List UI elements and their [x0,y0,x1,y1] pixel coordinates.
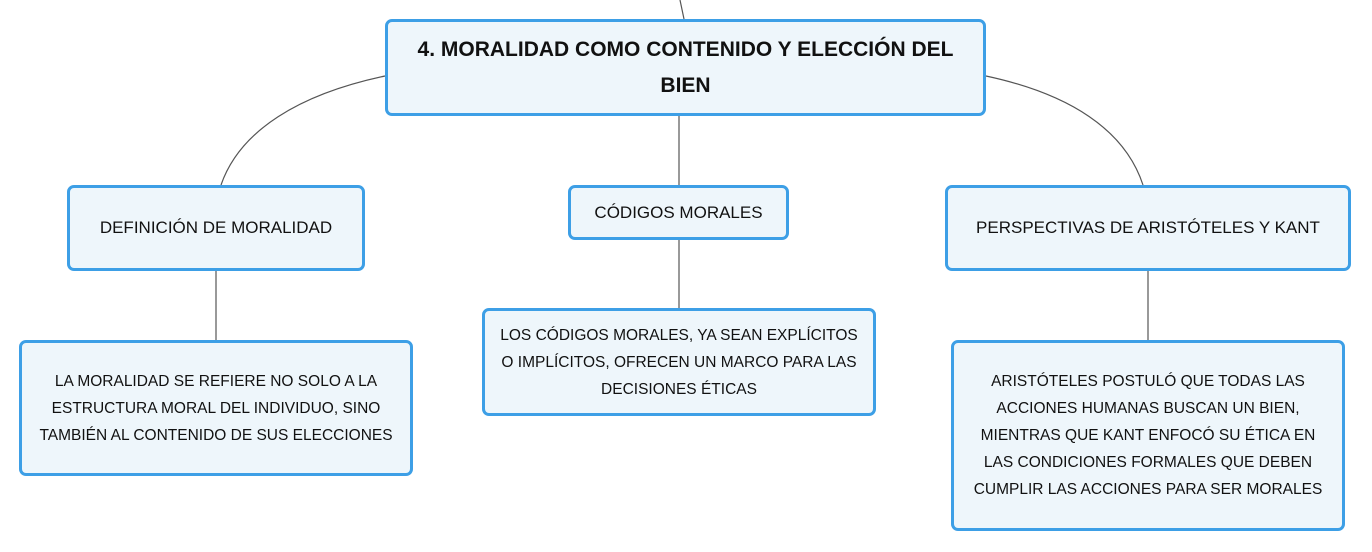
topic-node-codigos[interactable]: CÓDIGOS MORALES [568,185,789,240]
root-topic-label: 4. MORALIDAD COMO CONTENIDO Y ELECCIÓN D… [417,37,954,97]
connector-parent-to-root [679,0,685,20]
detail-text-codigos: LOS CÓDIGOS MORALES, YA SEAN EXPLÍCITOS … [500,326,858,398]
detail-node-definicion[interactable]: LA MORALIDAD SE REFIERE NO SOLO A LA EST… [19,340,413,476]
detail-text-perspectivas: ARISTÓTELES POSTULÓ QUE TODAS LAS ACCION… [973,373,1323,498]
topic-label-codigos: CÓDIGOS MORALES [594,202,763,222]
connector-root-to-definicion [220,75,386,186]
connector-root-to-perspectivas [985,75,1144,186]
detail-text-definicion: LA MORALIDAD SE REFIERE NO SOLO A LA EST… [39,372,393,444]
detail-node-perspectivas[interactable]: ARISTÓTELES POSTULÓ QUE TODAS LAS ACCION… [951,340,1345,531]
topic-node-definicion[interactable]: DEFINICIÓN DE MORALIDAD [67,185,365,271]
topic-label-definicion: DEFINICIÓN DE MORALIDAD [99,218,333,237]
detail-node-codigos[interactable]: LOS CÓDIGOS MORALES, YA SEAN EXPLÍCITOS … [482,308,876,416]
topic-label-perspectivas: PERSPECTIVAS DE ARISTÓTELES Y KANT [976,218,1320,237]
root-topic-node[interactable]: 4. MORALIDAD COMO CONTENIDO Y ELECCIÓN D… [385,19,986,116]
topic-node-perspectivas[interactable]: PERSPECTIVAS DE ARISTÓTELES Y KANT [945,185,1351,271]
